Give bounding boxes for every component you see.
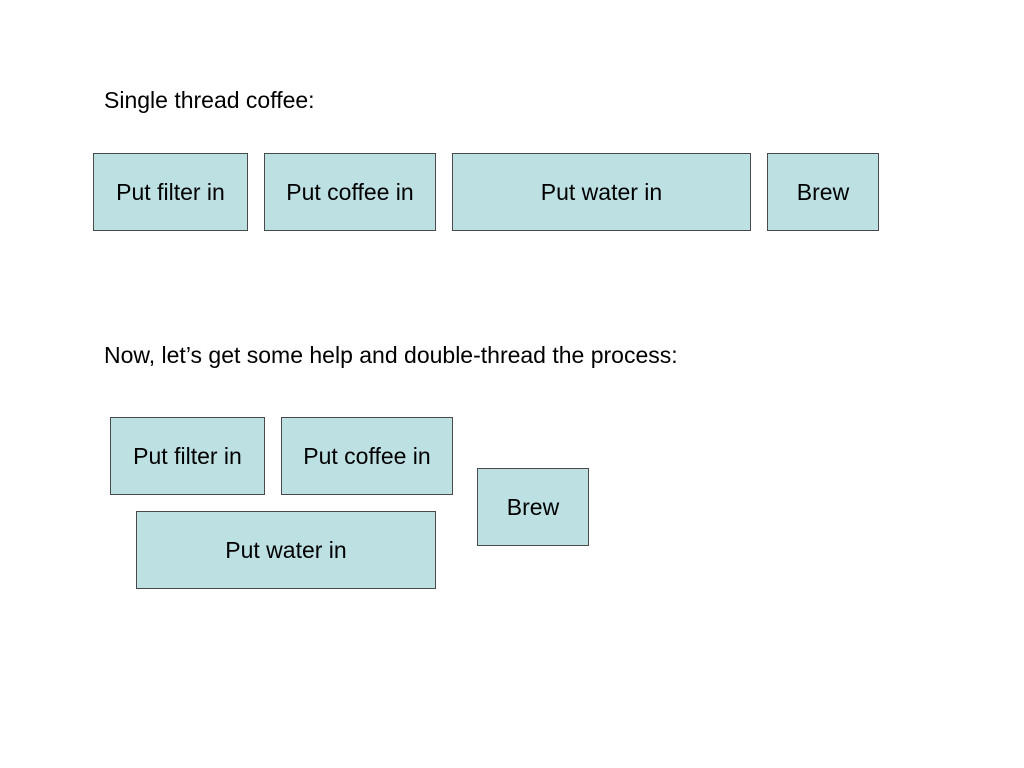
single-step-brew: Brew xyxy=(767,153,879,231)
double-step-water: Put water in xyxy=(136,511,436,589)
double-thread-heading: Now, let’s get some help and double-thre… xyxy=(104,342,678,368)
double-step-coffee: Put coffee in xyxy=(281,417,453,495)
double-step-filter: Put filter in xyxy=(110,417,265,495)
single-step-water: Put water in xyxy=(452,153,751,231)
single-step-filter: Put filter in xyxy=(93,153,248,231)
single-step-coffee: Put coffee in xyxy=(264,153,436,231)
double-step-brew: Brew xyxy=(477,468,589,546)
single-thread-heading: Single thread coffee: xyxy=(104,87,315,113)
